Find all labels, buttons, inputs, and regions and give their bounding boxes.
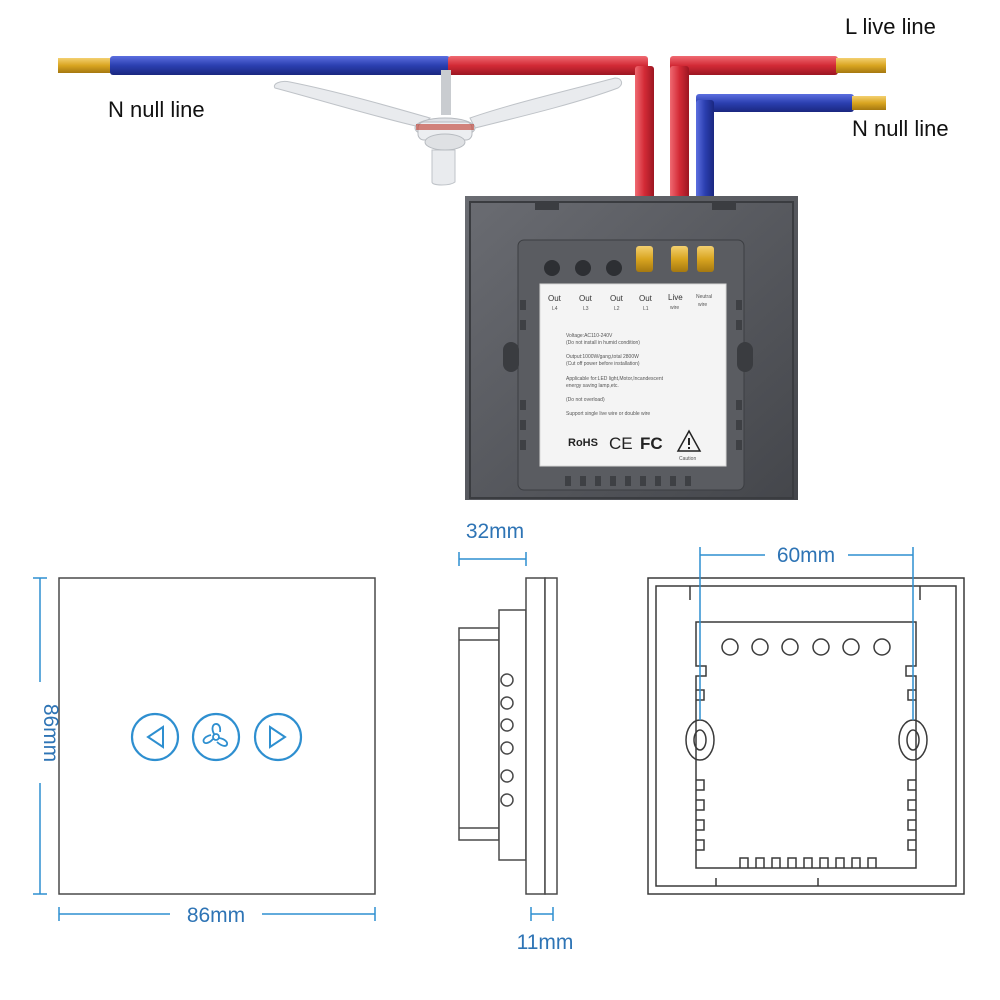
terminal-label-bottom: wire <box>670 305 679 311</box>
mount-spacing-label: 60mm <box>777 544 835 567</box>
ceiling-fan-icon <box>273 70 623 186</box>
next-button[interactable] <box>253 712 303 762</box>
copper-tip-live <box>836 58 886 73</box>
spec-line: Output:1000W/gang,total 2800W <box>566 354 639 360</box>
front-panel <box>58 577 376 895</box>
switch-back-housing <box>465 196 798 500</box>
caution-text: Caution <box>679 456 696 462</box>
wires <box>58 56 886 250</box>
side-depth-label: 32mm <box>466 520 524 543</box>
front-height-label: 86mm <box>39 704 62 762</box>
side-view <box>458 577 558 895</box>
neutral-wire-left <box>110 56 450 75</box>
copper-tip-left <box>58 58 112 73</box>
terminal-label-bottom: wire <box>698 302 707 308</box>
spec-text: Voltage:AC110-240V (Do not install in hu… <box>566 333 664 417</box>
terminal-label-top: Neutral <box>696 294 712 300</box>
terminal-label-bottom: L2 <box>614 306 620 312</box>
spec-line: (Cut off power before installation) <box>566 361 640 367</box>
fan-icon <box>202 723 228 747</box>
next-icon <box>269 725 287 749</box>
side-dimensions <box>458 552 554 921</box>
caution-icon <box>676 429 702 452</box>
front-width-label: 86mm <box>187 904 245 927</box>
side-thickness-label: 11mm <box>517 931 574 954</box>
prev-button[interactable] <box>130 712 180 762</box>
back-dimensions <box>699 547 914 720</box>
spec-line: Applicable for:LED light,Motor,Incandesc… <box>566 376 664 382</box>
null-line-label-left: N null line <box>108 97 205 122</box>
terminal-label-top: Out <box>579 294 593 303</box>
spec-line: (Do not overload) <box>566 397 605 403</box>
certification-marks: RoHS CE FC Caution <box>568 429 702 462</box>
copper-tip-neutral <box>852 96 886 110</box>
terminal-label-top: Live <box>668 293 683 302</box>
rohs-mark: RoHS <box>568 437 598 449</box>
ce-mark: CE <box>609 434 633 453</box>
spec-line: (Do not install in humid condition) <box>566 340 640 346</box>
front-dimensions <box>33 577 376 921</box>
terminal-hole-l4 <box>544 260 560 276</box>
terminal-label-bottom: L4 <box>552 306 558 312</box>
spec-line: energy saving lamp,etc. <box>566 383 619 389</box>
terminal-label-top: Out <box>610 294 624 303</box>
fc-mark: FC <box>640 434 663 453</box>
terminal-label-bottom: L1 <box>643 306 649 312</box>
live-wire-input <box>670 56 838 75</box>
live-line-label: L live line <box>845 14 936 39</box>
terminal-labels: Out L4 Out L3 Out L2 Out L1 Live wire Ne… <box>548 293 712 312</box>
null-line-label-right: N null line <box>852 116 949 141</box>
prev-icon <box>146 725 164 749</box>
live-wire-fan <box>448 56 648 75</box>
terminal-hole-l3 <box>575 260 591 276</box>
terminal-label-top: Out <box>639 294 653 303</box>
neutral-wire-right <box>696 94 854 112</box>
terminal-label-top: Out <box>548 294 562 303</box>
terminal-label-bottom: L3 <box>583 306 589 312</box>
spec-line: Support single live wire or double wire <box>566 411 650 417</box>
terminal-hole-l2 <box>606 260 622 276</box>
spec-line: Voltage:AC110-240V <box>566 333 613 339</box>
fan-button[interactable] <box>191 712 241 762</box>
spec-label <box>539 283 727 467</box>
back-view <box>647 577 965 895</box>
